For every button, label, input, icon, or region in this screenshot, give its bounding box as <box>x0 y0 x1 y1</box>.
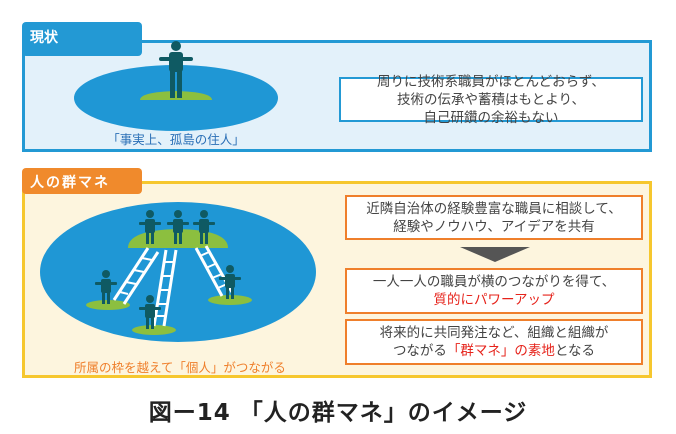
isolated-caption: 「事実上、孤島の住人」 <box>107 132 245 147</box>
ladder-rungs <box>119 251 228 317</box>
island <box>208 295 252 305</box>
power-up-box: 一人一人の職員が横のつながりを得て、 質的にパワーアップ <box>345 268 643 314</box>
highlight-text: 「群マネ」の素地 <box>446 343 555 359</box>
down-arrow-icon <box>460 247 530 262</box>
person-icons <box>95 210 241 329</box>
box-line: 経験やノウハウ、アイデアを共有 <box>393 218 595 235</box>
island <box>140 91 212 100</box>
connected-islands-illustration <box>40 202 316 342</box>
highlight-text: 質的にパワーアップ <box>433 292 555 308</box>
isolated-island-illustration <box>74 41 278 131</box>
connected-caption: 所属の枠を越えて「個人」がつながる <box>74 360 286 375</box>
box-line: 将来的に共同発注など、組織と組織が <box>379 325 609 341</box>
share-experience-box: 近隣自治体の経験豊富な職員に相談して、 経験やノウハウ、アイデアを共有 <box>345 195 643 240</box>
current-state-tab: 現状 <box>22 22 142 56</box>
figure-title: 図ー14 「人の群マネ」のイメージ <box>148 400 528 426</box>
future-tab: 人の群マネ <box>22 168 142 194</box>
desc-line: 周りに技術系職員がほとんどおらず、 <box>377 73 605 90</box>
person-icon <box>159 41 193 98</box>
text-part: となる <box>554 343 596 359</box>
box-line: 近隣自治体の経験豊富な職員に相談して、 <box>366 200 622 217</box>
island <box>132 325 176 335</box>
current-description-box: 周りに技術系職員がほとんどおらず、 技術の伝承や蓄積はもとより、 自己研鑽の余裕… <box>339 74 643 126</box>
future-collaboration-box: 将来的に共同発注など、組織と組織が つながる「群マネ」の素地となる <box>345 319 643 365</box>
text-part: つながる <box>392 343 447 359</box>
box-line: 一人一人の職員が横のつながりを得て、 <box>372 274 616 290</box>
desc-line: 自己研鑽の余裕もない <box>423 109 559 126</box>
box-line: つながる「群マネ」の素地となる <box>347 342 641 360</box>
desc-line: 技術の伝承や蓄積はもとより、 <box>397 91 585 108</box>
island <box>86 300 130 310</box>
